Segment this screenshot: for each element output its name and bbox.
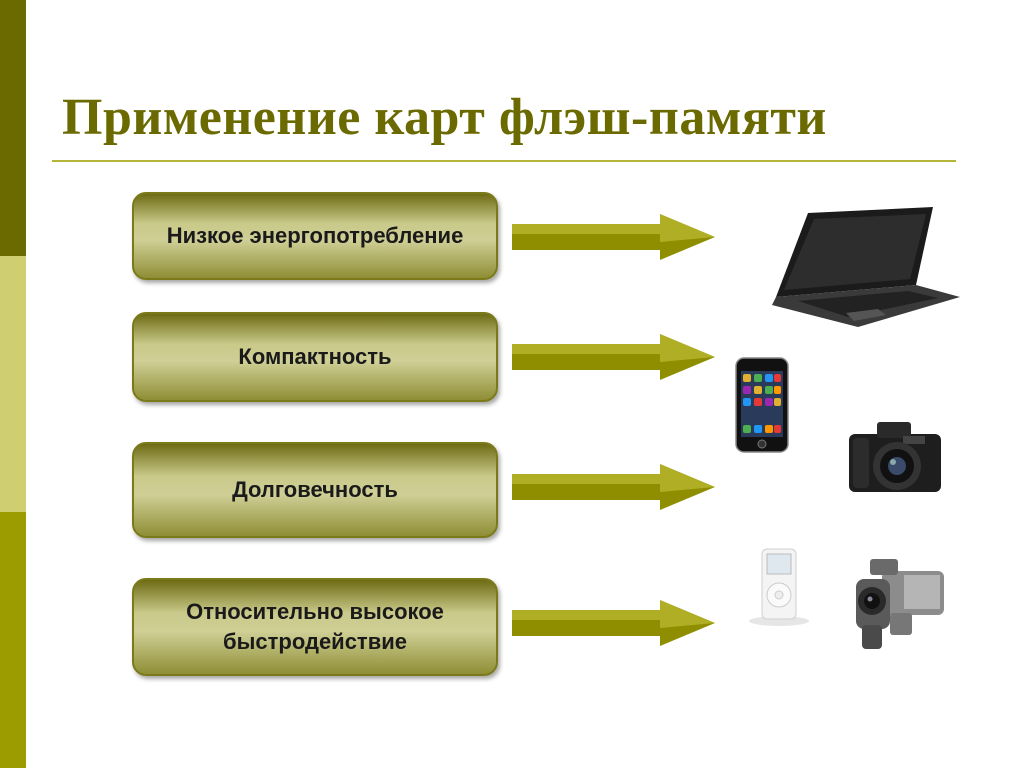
camcorder-icon: [856, 559, 944, 649]
side-bar-middle: [0, 256, 26, 512]
feature-low-power: Низкое энергопотребление: [132, 192, 498, 280]
mp3-player-icon: [749, 548, 809, 626]
arrow-icon: [512, 214, 715, 260]
feature-compactness: Компактность: [132, 312, 498, 402]
laptop-icon: [772, 207, 960, 327]
feature-speed: Относительно высокое быстродействие: [132, 578, 498, 676]
arrow-icon: [512, 464, 715, 510]
side-bar-top: [0, 0, 26, 256]
title-divider: [52, 160, 956, 162]
smartphone-icon: [735, 357, 789, 453]
camera-icon: [849, 422, 941, 492]
slide-title: Применение карт флэш-памяти: [62, 89, 827, 146]
feature-durability: Долговечность: [132, 442, 498, 538]
arrow-icon: [512, 600, 715, 646]
side-bar-bottom: [0, 512, 26, 768]
arrow-icon: [512, 334, 715, 380]
